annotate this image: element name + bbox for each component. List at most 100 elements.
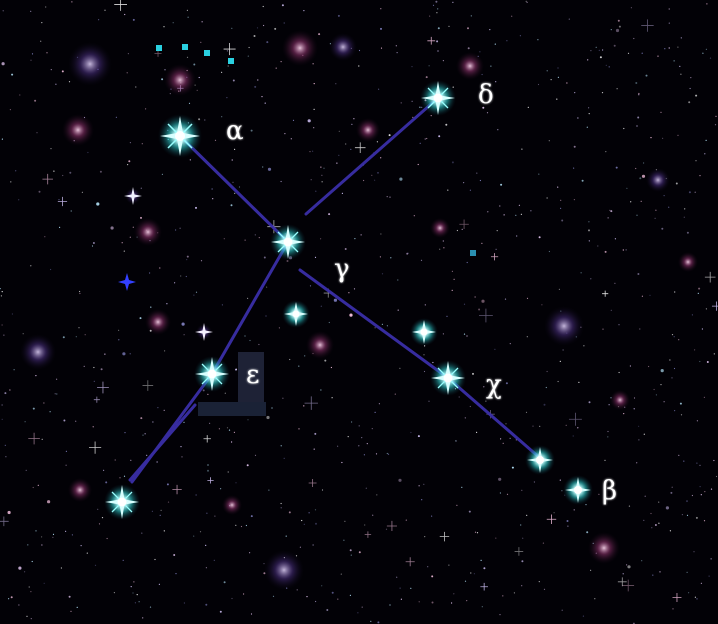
background-star [47,500,50,503]
background-star [361,437,362,438]
background-star [315,509,316,510]
background-star [669,23,670,24]
background-star [354,238,355,239]
background-star [2,291,3,292]
background-star [197,90,198,91]
background-star [359,50,360,51]
background-star [314,449,315,450]
background-star [137,594,138,595]
background-sparkle [459,220,468,229]
background-star [406,253,408,255]
background-star [246,525,247,526]
background-star [686,500,688,502]
background-star [72,534,73,535]
background-star [680,403,682,405]
background-star [374,180,375,181]
nebula-glow [306,331,334,359]
background-star [1,404,2,405]
background-star [489,29,490,30]
background-star [293,120,294,121]
background-star [81,545,82,546]
background-star [298,428,299,429]
background-star [573,435,574,436]
background-star [304,524,305,525]
label-delta: δ [478,82,494,108]
background-star [499,614,500,615]
background-sparkle [618,577,627,586]
background-star [482,606,483,607]
background-star [247,419,248,420]
background-star [180,228,181,229]
background-star [642,175,645,178]
background-star [2,139,3,140]
background-star [205,604,207,606]
background-star [476,173,477,174]
background-star [321,585,322,586]
background-star [504,214,505,215]
background-star [521,490,522,491]
background-star [324,360,326,362]
background-star [582,180,584,182]
background-star [265,315,266,316]
background-star [477,532,478,533]
background-star [18,567,21,570]
background-star [313,544,314,545]
background-star [425,138,426,139]
background-star [557,187,558,188]
background-star [229,430,230,431]
background-star [699,465,700,466]
background-star [200,531,201,532]
background-star [634,397,635,398]
background-sparkle [94,397,100,403]
background-star [359,425,360,426]
background-star [30,591,31,592]
background-star [247,298,248,299]
background-star [521,149,522,150]
background-star [684,217,685,218]
background-star [201,260,202,261]
background-star [607,436,608,437]
background-star [71,1,72,2]
background-star [164,530,165,531]
background-star [674,291,675,292]
background-star [702,53,703,54]
background-star [429,65,430,66]
background-star [581,272,582,273]
background-star [528,107,529,108]
background-star [674,336,675,337]
background-star [104,10,105,11]
background-star [45,6,46,7]
background-star [660,112,661,113]
background-star [339,131,340,132]
background-star [431,516,432,517]
background-star [432,362,433,363]
background-star [670,492,672,494]
background-star [322,489,323,490]
background-star [674,60,675,61]
background-star [215,140,216,141]
background-star [623,413,624,414]
background-sparkle [480,583,488,591]
background-star [520,524,521,525]
background-star [33,487,34,488]
nebula-glow [610,390,630,410]
background-star [695,95,697,97]
background-star [141,188,142,189]
background-star [11,596,13,598]
background-star [424,371,425,372]
background-star [538,84,539,85]
background-star [467,262,468,263]
background-star [558,381,559,382]
background-star [84,366,85,367]
background-star [652,575,653,576]
background-star [234,149,235,150]
background-star [320,389,321,390]
background-star [688,101,690,103]
background-star [389,134,391,136]
background-star [225,393,226,394]
background-star [303,10,304,11]
background-star [376,494,377,495]
background-star [560,480,561,481]
background-star [189,103,190,104]
background-star [159,267,160,268]
